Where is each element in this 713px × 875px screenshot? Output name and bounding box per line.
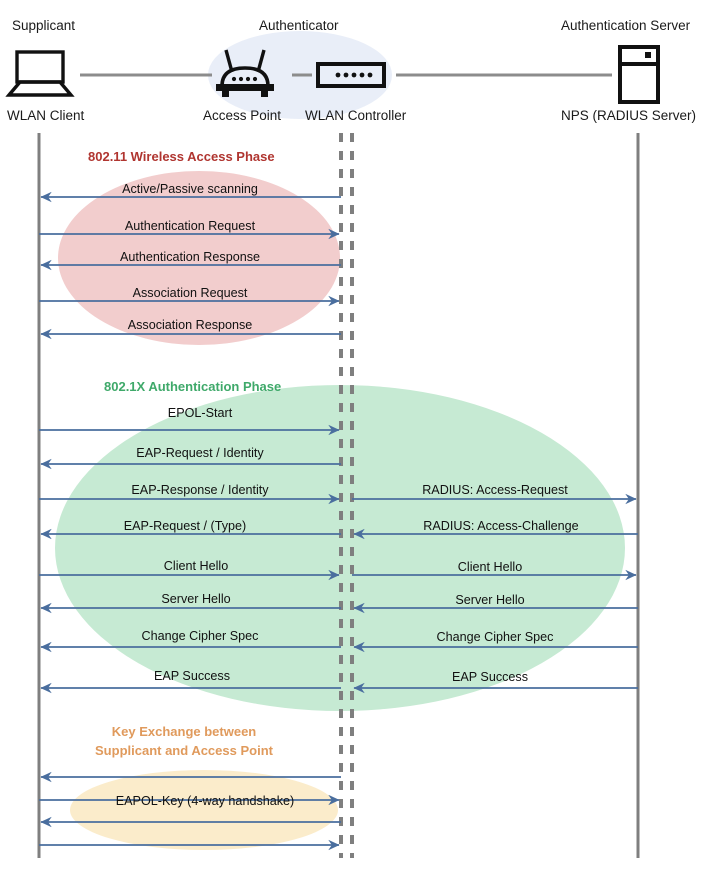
- msg-label-eapol-key-handshake: EAPOL-Key (4-way handshake): [115, 794, 295, 808]
- actor-role-authenticator: Authenticator: [259, 18, 339, 33]
- actor-device-wlan-controller: WLAN Controller: [305, 108, 407, 123]
- arrow-group-dot1x-left: [39, 424, 341, 694]
- msg-label-client-hello-left: Client Hello: [163, 559, 229, 573]
- actor-role-supplicant: Supplicant: [12, 18, 76, 33]
- msg-label-eap-request-type: EAP-Request / (Type): [123, 519, 247, 533]
- msg-label-eap-success-left: EAP Success: [153, 669, 231, 683]
- actor-device-nps: NPS (RADIUS Server): [561, 108, 697, 123]
- phase-label-wireless-access: 802.11 Wireless Access Phase: [88, 149, 275, 164]
- phase-label-key-exchange-line1: Key Exchange between: [111, 724, 257, 739]
- actor-device-access-point: Access Point: [203, 108, 282, 123]
- server-icon: [618, 45, 660, 104]
- wireless-router-icon: [216, 49, 274, 97]
- phase-label-key-exchange-line2: Supplicant and Access Point: [95, 743, 273, 758]
- actor-role-authentication-server: Authentication Server: [561, 18, 691, 33]
- phase-label-key-exchange: Key Exchange between Supplicant and Acce…: [94, 722, 274, 760]
- msg-label-server-hello-right: Server Hello: [455, 593, 525, 607]
- msg-label-eap-success-right: EAP Success: [451, 670, 529, 684]
- msg-label-radius-access-challenge: RADIUS: Access-Challenge: [423, 519, 579, 533]
- msg-label-eap-request-identity: EAP-Request / Identity: [136, 446, 264, 460]
- msg-label-authentication-response: Authentication Response: [119, 250, 261, 264]
- msg-label-active-passive-scanning: Active/Passive scanning: [122, 182, 258, 196]
- msg-label-association-response: Association Response: [127, 318, 253, 332]
- arrow-group-dot1x-right: [352, 493, 638, 694]
- arrow-group-wireless-access: [39, 191, 341, 340]
- arrow-group-key-exchange: [39, 771, 341, 851]
- msg-label-authentication-request: Authentication Request: [124, 219, 256, 233]
- msg-label-change-cipher-spec-left: Change Cipher Spec: [141, 629, 259, 643]
- wlan-controller-icon: [316, 62, 386, 88]
- msg-label-change-cipher-spec-right: Change Cipher Spec: [436, 630, 554, 644]
- actor-device-wlan-client: WLAN Client: [7, 108, 85, 123]
- msg-label-client-hello-right: Client Hello: [457, 560, 523, 574]
- msg-label-radius-access-request: RADIUS: Access-Request: [422, 483, 568, 497]
- laptop-icon: [5, 50, 75, 97]
- msg-label-association-request: Association Request: [132, 286, 248, 300]
- phase-label-dot1x: 802.1X Authentication Phase: [104, 379, 282, 394]
- msg-label-eap-response-identity: EAP-Response / Identity: [131, 483, 269, 497]
- phase-ellipse-key-exchange: [70, 770, 338, 850]
- msg-label-eapol-start: EPOL-Start: [167, 406, 233, 420]
- msg-label-server-hello-left: Server Hello: [161, 592, 231, 606]
